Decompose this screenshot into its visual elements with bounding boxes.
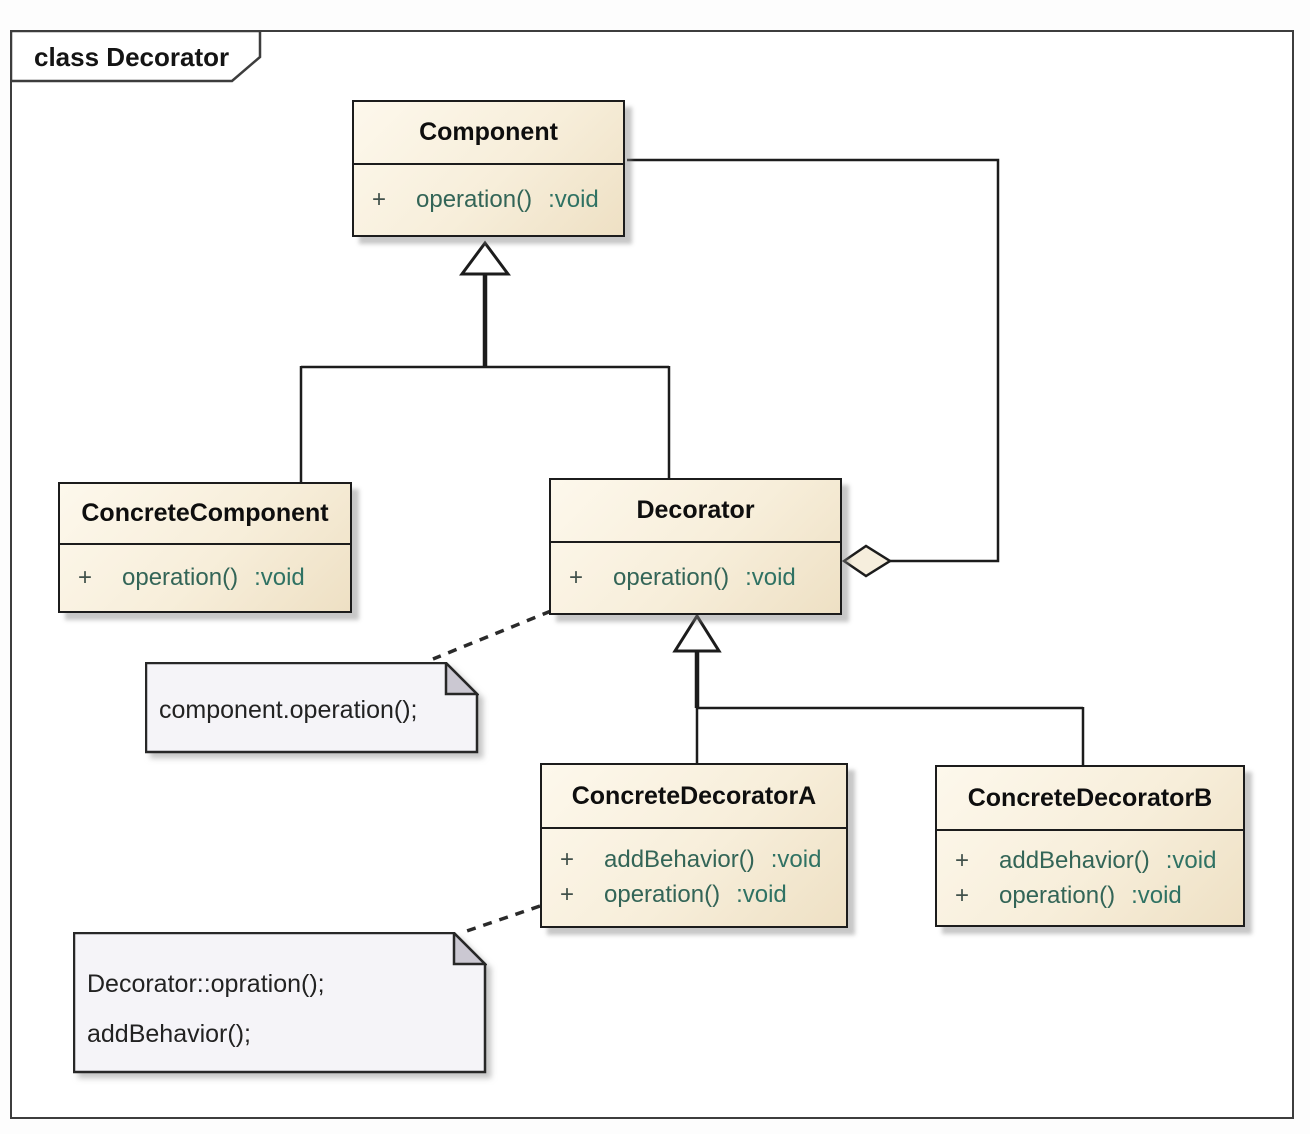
note-fold-icon — [444, 662, 479, 696]
note-fold-icon — [452, 932, 487, 966]
note-shape — [73, 932, 487, 1074]
aggregation-decorator-component[interactable] — [627, 158, 1000, 578]
note-shape — [145, 662, 479, 754]
class-members: + addBehavior() :void + operation() :voi… — [937, 831, 1243, 925]
generalization-to-decorator[interactable] — [672, 613, 1085, 766]
member-operation: + operation() :void — [78, 564, 350, 592]
class-box-decorator[interactable]: Decorator + operation() :void — [549, 478, 842, 615]
class-box-component[interactable]: Component + operation() :void — [352, 100, 625, 237]
class-title: Component — [354, 102, 623, 165]
member-signature: operation() — [122, 564, 239, 591]
member-signature: operation() — [613, 564, 730, 591]
member-return-type: :void — [745, 564, 796, 591]
member-visibility: + — [78, 564, 93, 591]
member-visibility: + — [569, 564, 584, 591]
member-visibility: + — [955, 846, 970, 874]
frame-tab — [10, 30, 262, 83]
member-return-type: :void — [548, 186, 599, 213]
member-return-type: :void — [736, 881, 787, 908]
member-signature: addBehavior() — [999, 846, 1150, 874]
member-return-type: :void — [1131, 881, 1182, 909]
member-signature: addBehavior() — [604, 846, 755, 873]
member-add-behavior: + addBehavior() :void — [560, 846, 846, 874]
member-operation: + operation() :void — [560, 881, 846, 909]
class-title: ConcreteDecoratorB — [937, 767, 1243, 831]
member-signature: operation() — [416, 186, 533, 213]
generalization-arrowhead-icon — [672, 613, 722, 653]
member-operation: + operation() :void — [955, 882, 1243, 910]
member-add-behavior: + addBehavior() :void — [955, 847, 1243, 875]
member-visibility: + — [560, 881, 575, 908]
frame-title: class Decorator — [34, 42, 230, 72]
note-text-line-2: addBehavior(); — [87, 1020, 251, 1048]
member-signature: operation() — [999, 881, 1116, 909]
class-title: Decorator — [551, 480, 840, 543]
frame-tab-shape — [10, 30, 262, 83]
member-return-type: :void — [254, 564, 305, 591]
class-members: + operation() :void — [354, 165, 623, 235]
note-anchor-decorator[interactable] — [432, 609, 552, 661]
note-text-line-1: Decorator::opration(); — [87, 970, 325, 998]
member-visibility: + — [372, 186, 387, 213]
member-visibility: + — [560, 846, 575, 873]
note-anchor-concrete-decorator-a[interactable] — [460, 904, 541, 935]
class-box-concrete-decorator-a[interactable]: ConcreteDecoratorA + addBehavior() :void… — [540, 763, 848, 928]
generalization-arrowhead-icon — [459, 240, 511, 276]
class-members: + operation() :void — [60, 545, 350, 611]
class-members: + addBehavior() :void + operation() :voi… — [542, 829, 846, 926]
class-box-concrete-component[interactable]: ConcreteComponent + operation() :void — [58, 482, 352, 613]
member-operation: + operation() :void — [372, 186, 623, 214]
member-signature: operation() — [604, 881, 721, 908]
class-members: + operation() :void — [551, 543, 840, 613]
class-title: ConcreteDecoratorA — [542, 765, 846, 829]
member-return-type: :void — [770, 846, 822, 873]
class-box-concrete-decorator-b[interactable]: ConcreteDecoratorB + addBehavior() :void… — [935, 765, 1245, 927]
member-return-type: :void — [1165, 846, 1217, 874]
class-title: ConcreteComponent — [60, 484, 350, 545]
aggregation-diamond-icon — [841, 544, 893, 578]
member-visibility: + — [955, 881, 970, 909]
note-decorator-operation[interactable]: component.operation(); — [145, 662, 479, 754]
note-text: component.operation(); — [159, 696, 418, 724]
member-operation: + operation() :void — [569, 564, 840, 592]
generalization-to-component[interactable] — [299, 240, 671, 483]
note-concrete-decorator-a[interactable]: Decorator::opration(); addBehavior(); — [73, 932, 487, 1074]
